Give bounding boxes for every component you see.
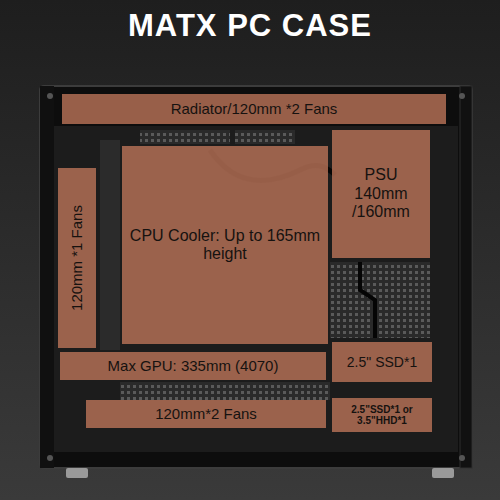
zone-label: 120mm*2 Fans [155,405,257,422]
zone-label: 2.5"SSD*1 or 3.5"HHD*1 [336,404,428,427]
front-fan-band: 120mm *1 Fans [58,168,96,348]
zone-label: CPU Cooler: Up to 165mm height [126,227,324,264]
glass-panel [54,126,458,452]
foot [432,468,454,478]
top-mesh [140,130,230,144]
foot [66,468,88,478]
cable [360,262,375,338]
front-edge [40,86,54,468]
screw [47,93,53,99]
top-mesh [235,130,295,144]
zone-label: Radiator/120mm *2 Fans [171,100,338,117]
psu-zone: PSU 140mm /160mm [332,130,430,258]
motherboard-tray [100,140,120,350]
bottom-fan-band: 120mm*2 Fans [86,400,326,428]
zone-label: 120mm *1 Fans [68,172,85,344]
cpu-cooler-zone: CPU Cooler: Up to 165mm height [122,146,328,344]
screw [459,93,465,99]
page-title: MATX PC CASE [0,8,500,44]
zone-label: Max GPU: 335mm (4070) [108,357,279,374]
ssd-bay: 2.5" SSD*1 [332,342,432,382]
case-frame [40,86,472,468]
screw [459,455,465,461]
bottom-mesh [120,382,330,400]
drive-bay: 2.5"SSD*1 or 3.5"HHD*1 [332,398,432,432]
zone-label: PSU 140mm /160mm [336,166,426,221]
screw [47,455,53,461]
side-mesh [330,262,430,338]
zone-label: 2.5" SSD*1 [347,354,417,370]
radiator-band: Radiator/120mm *2 Fans [62,94,446,124]
rear-edge [460,86,472,468]
gpu-band: Max GPU: 335mm (4070) [60,352,326,380]
